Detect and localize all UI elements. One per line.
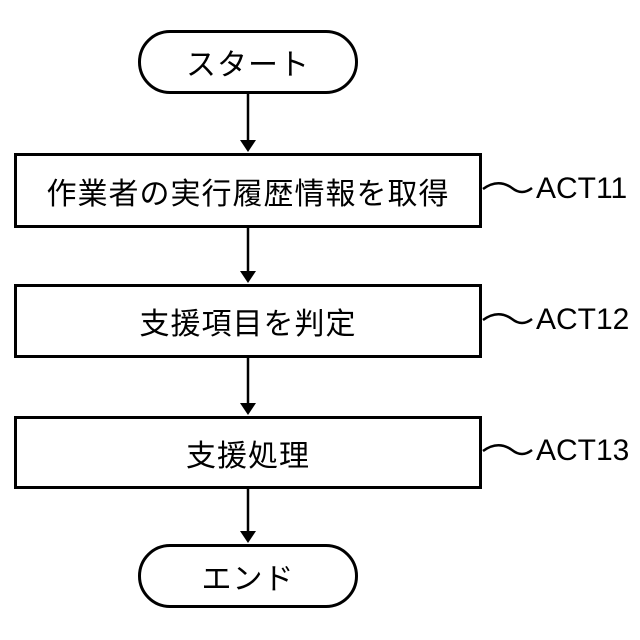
ref-label-act13: ACT13: [536, 436, 629, 466]
step-label: 支援項目を判定: [140, 299, 357, 343]
leader-line-act12: [483, 314, 532, 323]
step-label: 支援処理: [186, 431, 310, 475]
start-label: スタート: [186, 40, 310, 84]
process-step-act13: 支援処理: [14, 416, 482, 489]
start-terminal: スタート: [138, 30, 358, 94]
ref-label-act11: ACT11: [536, 174, 627, 204]
process-step-act12: 支援項目を判定: [14, 284, 482, 358]
process-step-act11: 作業者の実行履歴情報を取得: [14, 153, 482, 228]
step-label: 作業者の実行履歴情報を取得: [47, 169, 450, 213]
leader-line-act13: [483, 445, 532, 454]
end-terminal: エンド: [138, 544, 358, 608]
leader-line-act11: [483, 183, 532, 192]
ref-label-act12: ACT12: [536, 305, 629, 335]
end-label: エンド: [202, 554, 295, 598]
